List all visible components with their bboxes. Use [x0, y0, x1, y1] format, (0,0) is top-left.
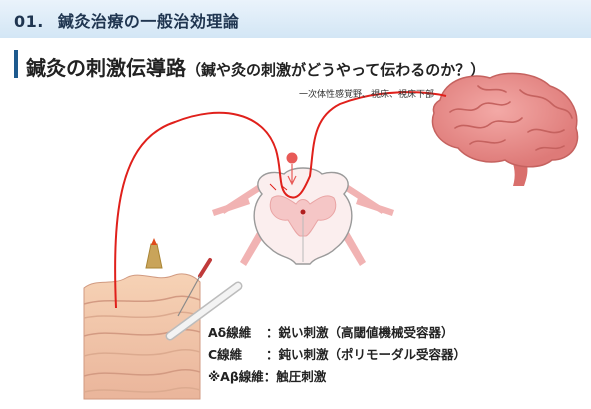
- legend-key: ※Aβ線維: [208, 369, 264, 384]
- legend-row-a-delta: Aδ線維 ：鋭い刺激（高閾値機械受容器）: [208, 322, 466, 344]
- slide-title-main: 鍼灸の刺激伝導路: [26, 56, 186, 80]
- legend-row-c: C線維 ：鈍い刺激（ポリモーダル受容器）: [208, 344, 466, 366]
- brain-area-label: 一次体性感覚野、視床、視床下部: [299, 90, 435, 100]
- moxa-cone-icon: [145, 238, 163, 269]
- fiber-legend: Aδ線維：鋭い刺激（高閾値機械受容器） C線維：鈍い刺激（ポリモーダル受容器） …: [208, 322, 466, 388]
- header-text: 01. 鍼灸治療の一般治効理論: [14, 8, 239, 32]
- guide-tube-icon: [165, 281, 243, 341]
- spinal-cord-icon: [212, 152, 394, 266]
- brain-icon: [431, 72, 579, 186]
- title-accent-bar: [14, 50, 18, 78]
- legend-value: ：鋭い刺激（高閾値機械受容器）: [266, 325, 454, 340]
- legend-row-a-beta: ※Aβ線維：触圧刺激: [208, 366, 466, 388]
- section-title: 鍼灸治療の一般治効理論: [57, 12, 240, 31]
- sensory-pathway-line: [114, 91, 447, 309]
- slide-title: 鍼灸の刺激伝導路（鍼や灸の刺激がどうやって伝わるのか？）: [26, 52, 485, 81]
- skin-section-icon: [83, 273, 201, 400]
- acupuncture-needle-icon: [177, 258, 212, 317]
- section-number: 01.: [14, 12, 44, 31]
- legend-value: ：鈍い刺激（ポリモーダル受容器）: [266, 347, 467, 362]
- header-banner: 01. 鍼灸治療の一般治効理論: [0, 0, 591, 38]
- legend-key: Aδ線維: [208, 325, 252, 340]
- legend-key: C線維: [208, 347, 243, 362]
- legend-value: ：触圧刺激: [263, 369, 327, 384]
- slide-title-sub: （鍼や灸の刺激がどうやって伝わるのか？）: [186, 61, 486, 79]
